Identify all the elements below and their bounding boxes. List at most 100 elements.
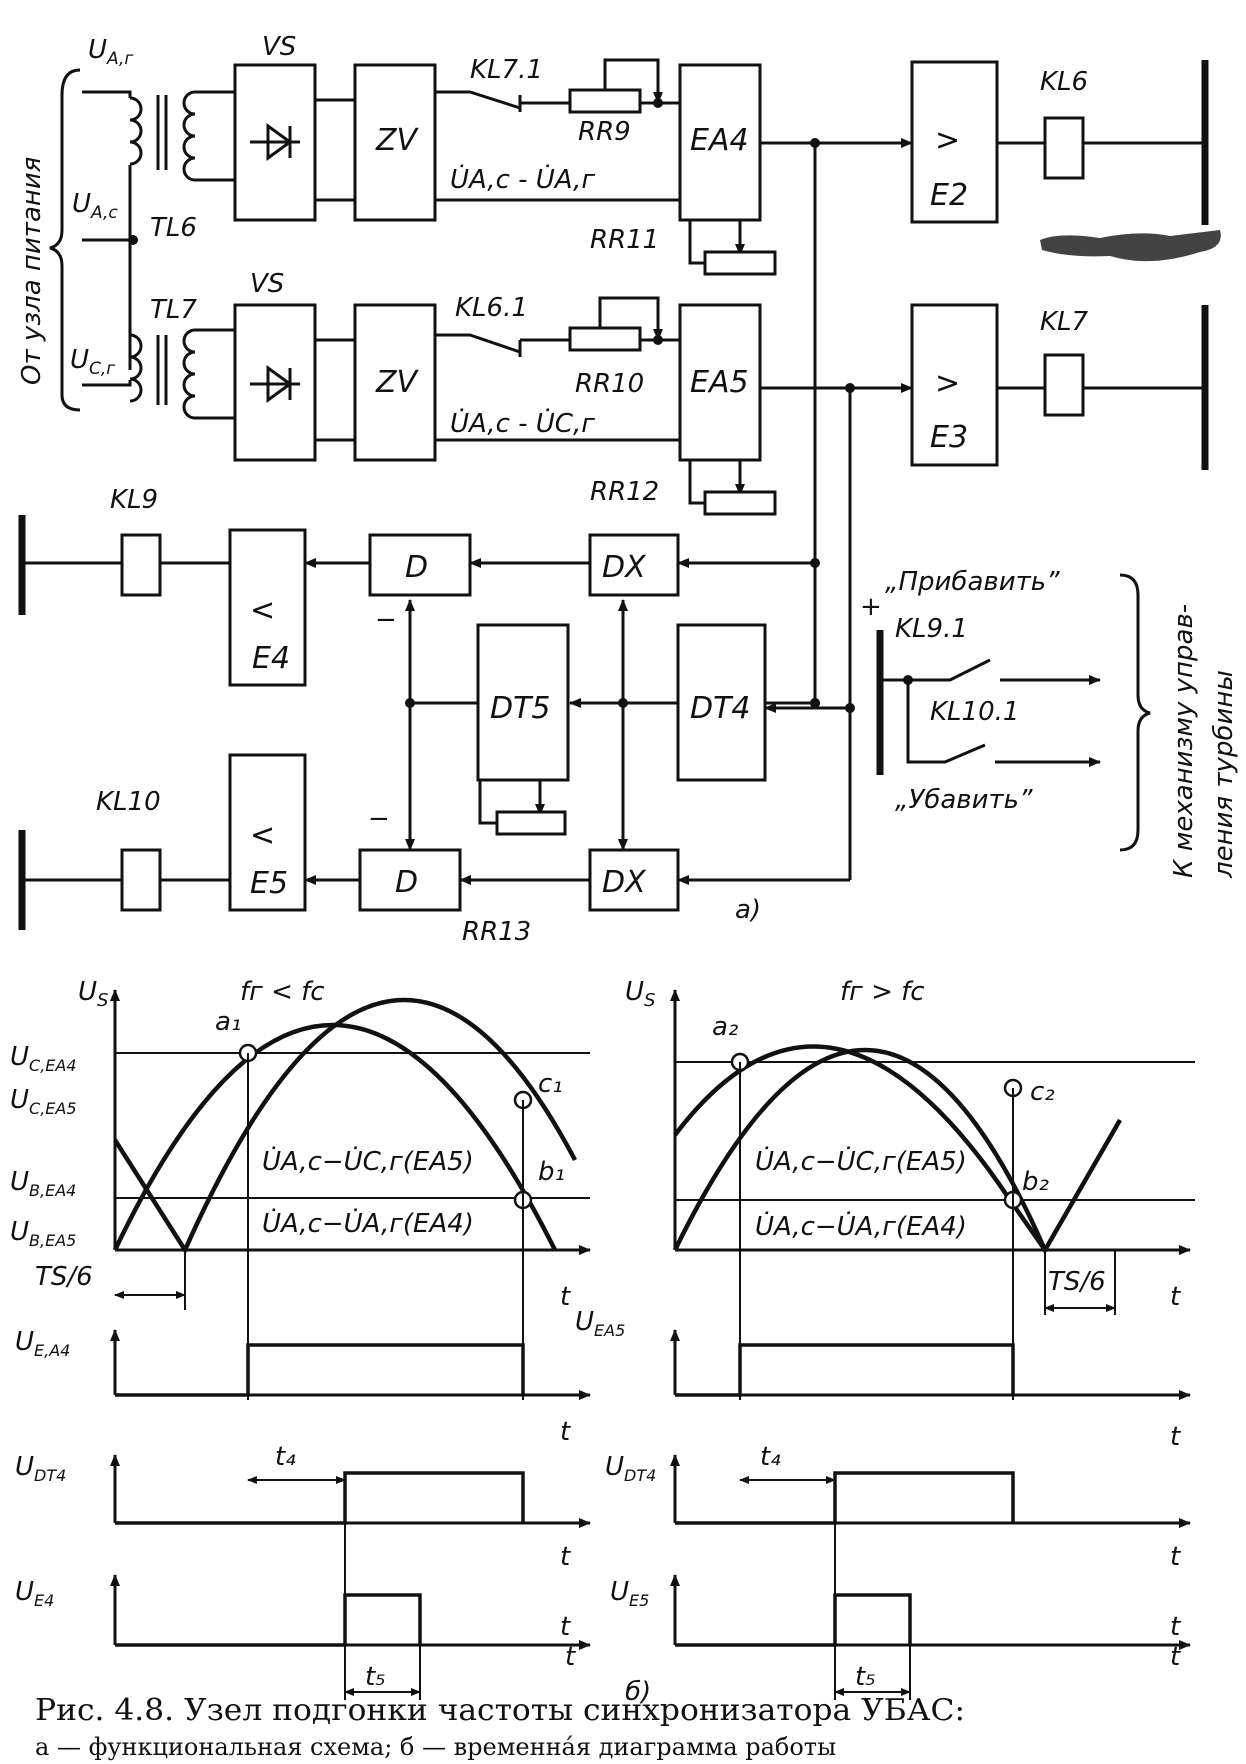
us-left-label: US — [78, 977, 108, 1011]
d1-label: D — [405, 550, 428, 585]
right-label-1: К механизму управ- — [1169, 604, 1199, 878]
d-block-1 — [368, 533, 472, 597]
signal-uea5 — [675, 1343, 1015, 1397]
curve-ea5-label-left: U̇A,c−U̇C,г(EA5) — [262, 1145, 474, 1177]
rectifier-vs-1: VS — [233, 32, 317, 222]
input-brace — [49, 68, 81, 412]
right-label-2: ления турбины — [1209, 670, 1239, 879]
ea5-label: EA5 — [690, 365, 749, 400]
u-ag-label: UA,г — [88, 35, 133, 69]
functional-scheme: От узла питания UA,г UA,c UC,г TL6 TL7 — [17, 32, 1239, 947]
dt5-label: DT5 — [490, 691, 551, 726]
comparator-e4 — [228, 528, 307, 687]
curve-ea5-right — [672, 1048, 1122, 1255]
t-axis-1-right: t — [1170, 1282, 1181, 1312]
diff1-label: U̇A,c - U̇A,г — [450, 163, 595, 195]
e2-symbol: > — [935, 123, 960, 158]
rr12-label: RR12 — [590, 477, 659, 507]
u-ac-label: UA,c — [72, 189, 118, 223]
zv2-label: ZV — [375, 365, 420, 400]
t-axis-3-left: t — [560, 1542, 571, 1572]
dx-block-1 — [588, 533, 680, 597]
rr10-label: RR10 — [575, 369, 644, 399]
ue-a4-label: UE,A4 — [15, 1327, 70, 1360]
ea4-block — [678, 63, 762, 222]
caption-line-2: а — функциональная схема; б — временна́я… — [35, 1733, 836, 1761]
caption: Рис. 4.8. Узел подгонки частоты синхрони… — [35, 1693, 965, 1761]
t4-right-label: t₄ — [760, 1442, 781, 1472]
caption-line-1: Рис. 4.8. Узел подгонки частоты синхрони… — [35, 1693, 965, 1728]
rectifier-vs-2: VS — [233, 269, 317, 462]
e2-label: E2 — [930, 178, 968, 213]
curve-ea4-label-left: U̇A,c−U̇A,г(EA4) — [262, 1207, 474, 1239]
output-brace — [1119, 573, 1151, 852]
zv-block-1 — [353, 63, 437, 222]
ub-ea4-label: UB,EA4 — [10, 1167, 76, 1200]
t-axis-1-left: t — [560, 1282, 571, 1312]
e5-symbol: < — [250, 818, 275, 853]
rr10-resistor — [568, 326, 642, 352]
dt5-block — [476, 623, 570, 782]
label-b: б) — [625, 1677, 651, 1707]
signal-udt4-right — [675, 1471, 1015, 1525]
ub-ea5-label: UB,EA5 — [10, 1217, 76, 1250]
e3-label: E3 — [930, 420, 968, 455]
kl6-label: KL6 — [1040, 67, 1088, 97]
e4-symbol: < — [250, 593, 275, 628]
vs1-label: VS — [262, 32, 296, 62]
signal-uea4 — [115, 1343, 525, 1397]
timing-right: US fг > fc a₂ c₂ b₂ U̇A,c−U̇C,г(EA5) U̇A… — [575, 977, 1195, 1700]
tl6-label: TL6 — [150, 213, 197, 243]
comparator-e2 — [910, 60, 999, 224]
relay-kl7 — [1043, 353, 1085, 417]
rr9-label: RR9 — [578, 117, 631, 147]
t-axis-4-right: t — [1170, 1612, 1181, 1642]
relay-kl6 — [1043, 116, 1085, 180]
udt4-label: UDT4 — [15, 1452, 66, 1485]
ea5-block — [678, 303, 762, 462]
kl61-label: KL6.1 — [455, 293, 528, 323]
kl101-label: KL10.1 — [930, 697, 1019, 727]
dx1-label: DX — [602, 550, 647, 585]
e5-label: E5 — [250, 866, 288, 901]
relay-kl10 — [120, 848, 162, 912]
uea5-label: UEA5 — [575, 1307, 625, 1340]
kl7-label: KL7 — [1040, 307, 1089, 337]
c2-label: c₂ — [1030, 1077, 1055, 1107]
t-axis-5-left: t — [565, 1642, 576, 1672]
a2-label: a₂ — [712, 1012, 738, 1042]
dt4-label: DT4 — [690, 691, 751, 726]
us-right-label: US — [625, 977, 655, 1011]
ue4-label: UE4 — [15, 1577, 54, 1610]
e3-symbol: > — [935, 366, 960, 401]
f-left-label: fг < fc — [240, 977, 325, 1007]
timing-diagrams: US fг < fc UC,EA4 UC,EA5 UB,EA4 UB,EA5 a… — [10, 977, 1195, 1707]
kl10-label: KL10 — [96, 787, 161, 817]
ts6-right-label: TS/6 — [1048, 1267, 1106, 1297]
f-right-label: fг > fc — [840, 977, 925, 1007]
signal-ue4 — [115, 1593, 422, 1647]
rr13-label: RR13 — [462, 917, 531, 947]
u-cg-label: UC,г — [70, 345, 115, 379]
timing-left: US fг < fc UC,EA4 UC,EA5 UB,EA4 UB,EA5 a… — [10, 977, 591, 1700]
a1-label: a₁ — [215, 1007, 241, 1037]
rr9-resistor — [568, 88, 642, 114]
comparator-e5 — [228, 753, 307, 912]
dx2-label: DX — [602, 865, 647, 900]
t-axis-2-left: t — [560, 1417, 571, 1447]
relay-kl9 — [120, 533, 162, 597]
t5-right-label: t₅ — [855, 1662, 876, 1692]
uc-ea5-label: UC,EA5 — [10, 1085, 77, 1118]
dx-block-2 — [588, 848, 680, 912]
d2-label: D — [395, 865, 418, 900]
ue5-label: UE5 — [610, 1577, 649, 1610]
t-axis-3-right: t — [1170, 1542, 1181, 1572]
minus-1: − — [375, 605, 397, 635]
kl91-label: KL9.1 — [895, 614, 968, 644]
dt4-block — [676, 623, 767, 782]
label-a: а) — [735, 895, 761, 925]
ea4-label: EA4 — [690, 123, 749, 158]
signal-ue5 — [675, 1593, 912, 1647]
kl9-label: KL9 — [110, 485, 158, 515]
